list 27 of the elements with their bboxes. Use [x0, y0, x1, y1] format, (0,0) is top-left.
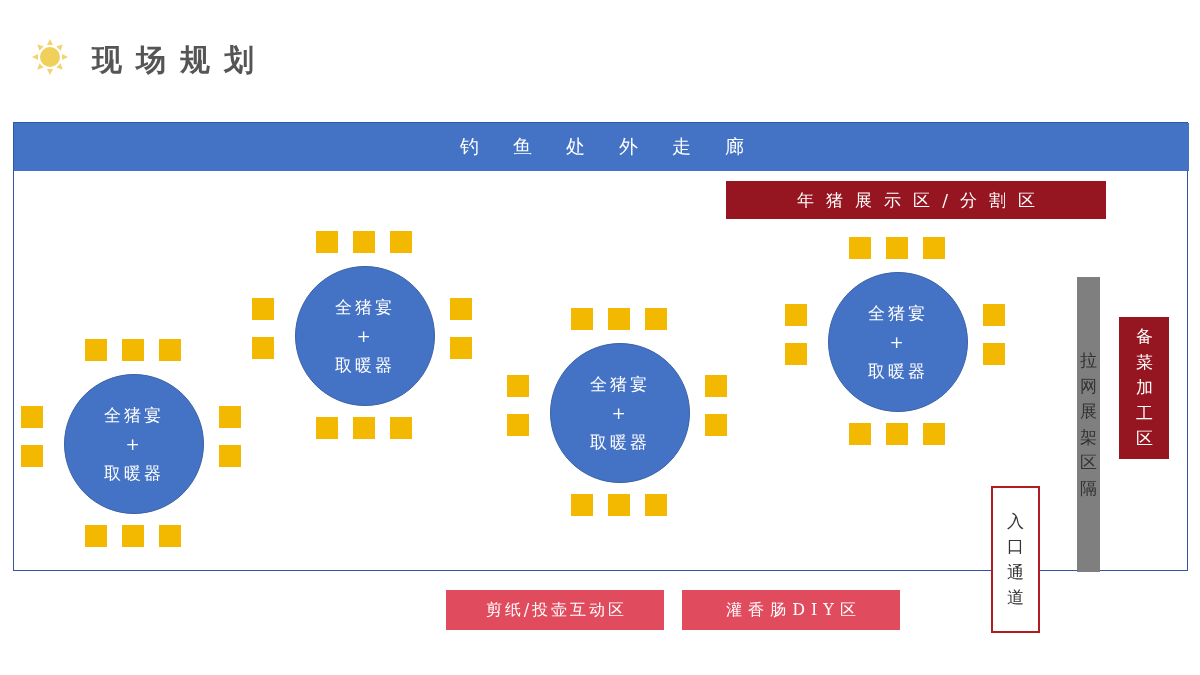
activity-area-box	[446, 590, 664, 630]
area-label: 全猪宴	[590, 372, 650, 396]
page-title: 现场规划	[92, 41, 268, 79]
area-label: 全猪宴	[104, 403, 164, 427]
area-label: 入口通道	[1007, 509, 1024, 609]
corridor-band	[14, 123, 1189, 171]
area-label: +	[125, 432, 143, 456]
area-label: 取暖器	[335, 353, 395, 377]
area-label: +	[611, 401, 629, 425]
entrance-box	[991, 486, 1040, 633]
area-label: +	[889, 330, 907, 354]
area-label: 取暖器	[590, 430, 650, 454]
prep-area-box	[1119, 317, 1169, 459]
area-label: 年猪展示区/分割区	[797, 188, 1047, 212]
area-label: 备菜加工区	[1135, 325, 1153, 451]
activity-area-box	[682, 590, 900, 630]
net-partition-bar	[1077, 277, 1100, 572]
area-label: 拉网展架区隔	[1080, 349, 1097, 500]
area-label: +	[356, 324, 374, 348]
area-label: 全猪宴	[868, 301, 928, 325]
area-label: 灌香肠DIY区	[726, 599, 862, 621]
area-label: 取暖器	[104, 461, 164, 485]
area-label: 全猪宴	[335, 295, 395, 319]
area-label: 取暖器	[868, 359, 928, 383]
exhibition-area-band	[726, 181, 1106, 219]
area-label: 钓鱼处外走廊	[459, 134, 778, 159]
area-label: 剪纸/投壶互动区	[485, 599, 628, 621]
